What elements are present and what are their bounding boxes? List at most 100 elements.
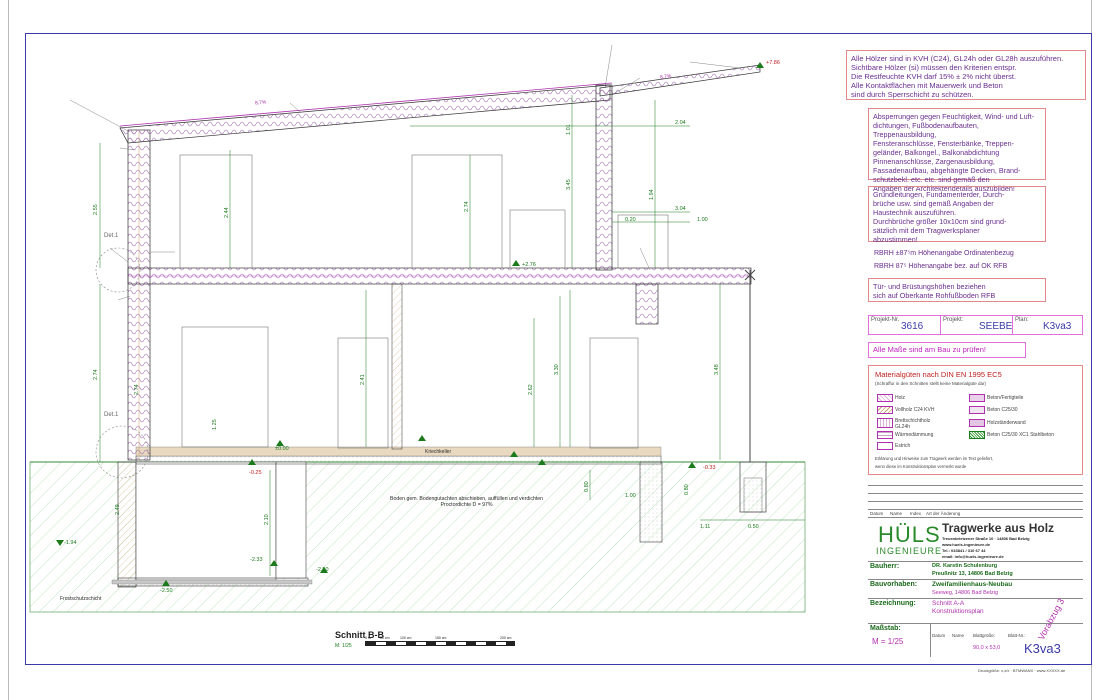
bauherr-address: Preußnitz 13, 14806 Bad Belzig	[932, 571, 1013, 577]
legend-swatch-5	[969, 419, 985, 427]
legend-item-5: Holzständerwand	[987, 420, 1026, 426]
legend-item-6: Wärmedämmung	[895, 432, 934, 438]
bv-name: Zweifamilienhaus-Neubau	[932, 581, 1013, 588]
level-upper: +2.76	[522, 262, 536, 268]
company-area: HÜLS INGENIEURE Tragwerke aus Holz Treue…	[868, 517, 1083, 561]
dim-18: 1.11	[700, 524, 711, 530]
dim-13: 3.30	[554, 364, 560, 375]
pipes-note: Grundleitungen, Fundamenterder, Durch- b…	[868, 186, 1046, 244]
level-foundation: -1.94	[64, 540, 77, 546]
dim-7: 0.20	[625, 217, 636, 223]
company-mail: email: info@huels-ingenieure.de	[942, 554, 1004, 559]
scale-tick-2: 100 cm	[400, 636, 412, 640]
dim-0: 2.55	[93, 204, 99, 215]
center-wall-upper	[595, 84, 613, 271]
project-name-label: Projekt:	[942, 317, 964, 323]
legend-item-2: Vollholz C24 KVH	[895, 407, 935, 413]
dim-20: 2.49	[115, 504, 121, 515]
bauherr-label: Bauherr:	[870, 563, 900, 570]
dim-2: 2.74	[464, 201, 470, 212]
frost-label: Frostschutzschicht	[60, 596, 102, 602]
dim-14: 3.48	[714, 364, 720, 375]
dim-19: 0.50	[748, 524, 759, 530]
dim-10: 2.74	[93, 369, 99, 380]
rbrh-note-2: RBRH 87⁵ Höhenangabe bez. auf OK RFB	[874, 263, 1008, 270]
project-plan: K3va3	[1042, 321, 1072, 332]
legend-swatch-3	[969, 406, 985, 414]
materials-title: Materialgüten nach DIN EN 1995 EC5	[875, 370, 1002, 379]
level-top: +7.86	[766, 60, 780, 66]
level-neg2: -0.25	[249, 470, 262, 476]
roof-left	[119, 84, 611, 144]
legend-swatch-4	[877, 418, 893, 428]
rbrh-note-1: RBRH ±87⁵m Höhenangabe Ordinatenbezug	[874, 250, 1014, 257]
project-nr: 3616	[901, 321, 924, 332]
logo-bottom: INGENIEURE	[876, 546, 943, 556]
bauherr-name: DR. Karstin Schulenburg	[932, 563, 998, 569]
bv-address: Seeweg, 14806 Bad Belzig	[932, 590, 999, 596]
legend-swatch-0	[877, 394, 893, 402]
project-row: Projekt-Nr. 3616 Projekt: SEEBE Plan: K3…	[868, 315, 1083, 335]
roof-slope-left: 8,7%	[254, 99, 267, 107]
dim-9: 3.04	[675, 206, 686, 212]
wood-note: Alle Hölzer sind in KVH (C24), GL24h ode…	[846, 50, 1086, 100]
col-name: Name	[952, 633, 965, 638]
fill-note: Boden gem. Bodengutachten abschieben, au…	[390, 496, 544, 508]
col-datum: Datum	[932, 633, 946, 638]
legend-item-7: Beton C25/30 XC1 Stahlbeton	[987, 432, 1054, 438]
dim-11: 2.41	[360, 374, 366, 385]
dim-17: 1.00	[625, 493, 636, 499]
roof-right	[599, 64, 761, 97]
dim-15: 1.25	[212, 419, 218, 430]
basement-wall-left	[117, 461, 137, 588]
legend-item-4: Brettschichtholz GL24h	[895, 418, 931, 430]
legend-item-3: Beton C25/30	[987, 407, 1018, 413]
legend-item-8: Estrich	[895, 443, 911, 449]
dim-8: 1.00	[697, 217, 708, 223]
legend-swatch-6	[877, 431, 893, 439]
level-neg: -0.33	[703, 465, 716, 471]
project-name: SEEBE	[978, 321, 1013, 332]
level-ground: ±0.00	[275, 446, 289, 452]
drawing-frame	[25, 33, 1092, 665]
dim-5: 2.04	[675, 120, 686, 126]
legend-swatch-8	[877, 442, 893, 450]
index-hdr-1: Name	[890, 511, 903, 516]
scale-value: M = 1/25	[872, 637, 904, 646]
footer-text: Druckgröße: x,x/x · BTMWANX · www.XXXXX.…	[978, 668, 1066, 673]
project-nr-label: Projekt-Nr.	[871, 317, 900, 323]
index-hdr-3: Art der Änderung	[926, 511, 961, 516]
dim-1: 2.44	[224, 207, 230, 218]
level-lower2: -2.50	[316, 567, 329, 573]
legend-item-0: Holz	[895, 395, 906, 401]
col-size: Blattgröße:	[973, 633, 996, 638]
materials-subtitle: (Schraffur in den Schnitten stellt keine…	[875, 381, 986, 386]
scale-tick-4: 200 cm	[500, 636, 512, 640]
bez-label: Bezeichnung:	[870, 600, 916, 607]
company-name: Tragwerke aus Holz	[942, 521, 1055, 535]
materials-footer-1: Erklärung und Hinweise zum Tragwerk werd…	[875, 456, 994, 461]
company-tel: Tel.: 033841 / 310 67 44	[942, 548, 986, 553]
title-block: Datum Name Index Art der Änderung HÜLS I…	[868, 477, 1083, 657]
doors-note: Tür- und Brüstungshöhen beziehen sich au…	[868, 278, 1046, 302]
dim-22: 0.80	[684, 484, 690, 495]
level-lower3: -2.50	[160, 588, 173, 594]
scale-label: Maßstab:	[870, 625, 901, 632]
sheet-number: K3va3	[1024, 641, 1061, 656]
section-scale: M: 1/25	[335, 643, 352, 649]
dim-4: 1.01	[566, 124, 572, 135]
legend-swatch-1	[969, 394, 985, 402]
scale-tick-3: 150 cm	[435, 636, 447, 640]
legend-swatch-2	[877, 406, 893, 414]
company-address: Treuenbrietzener Straße 10 · 14806 Bad B…	[942, 536, 1030, 541]
dim-16: 0.80	[584, 481, 590, 492]
dim-6: 1.94	[649, 189, 655, 200]
detail-label-1: Det.1	[104, 233, 119, 239]
scale-tick-1: 50 cm	[380, 636, 390, 640]
level-lower: -2.33	[250, 557, 263, 563]
bez-line-2: Konstruktionsplan	[932, 608, 984, 615]
sheet-edge-left	[8, 0, 9, 700]
company-web: www.huels-ingenieure.de	[942, 542, 991, 547]
